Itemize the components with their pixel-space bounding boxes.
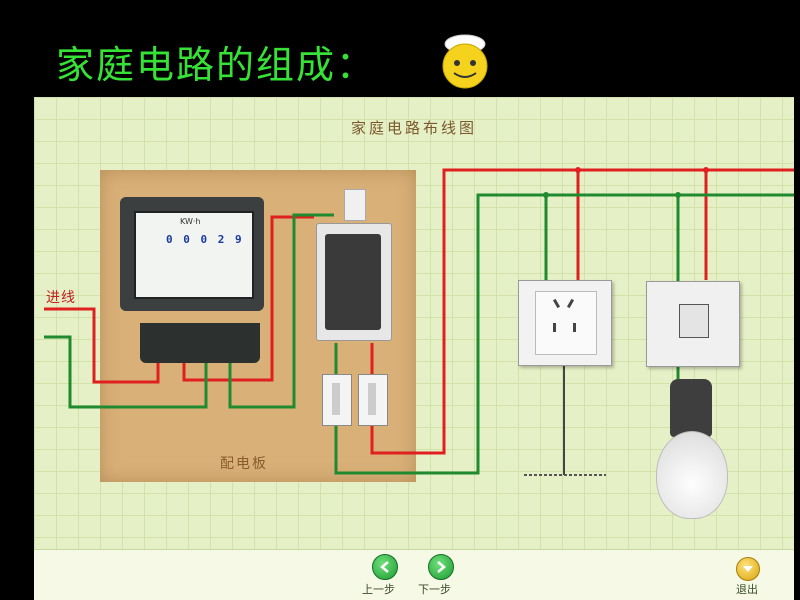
prev-step-label[interactable]: 上一步 bbox=[362, 583, 395, 596]
exit-label[interactable]: 退出 bbox=[736, 583, 758, 596]
wiring-diagram-panel: 家庭电路布线图 配电板 进线 KW·h 0 0 0 2 9 bbox=[34, 97, 794, 600]
next-step-label[interactable]: 下一步 bbox=[418, 583, 451, 596]
smiley-chef-icon bbox=[442, 34, 488, 89]
live-wire bbox=[370, 168, 794, 455]
neutral-wire bbox=[334, 193, 794, 475]
junction-dot bbox=[675, 192, 681, 198]
light-switch bbox=[646, 281, 740, 367]
switch-rocker bbox=[679, 304, 709, 338]
arrow-down-icon bbox=[743, 566, 753, 572]
wall-socket bbox=[518, 280, 612, 366]
junction-dot bbox=[575, 167, 581, 173]
diagram-title: 家庭电路布线图 bbox=[350, 119, 477, 137]
next-step-button[interactable] bbox=[428, 554, 454, 580]
meter-unit: KW·h bbox=[180, 217, 201, 226]
fuse-right bbox=[358, 374, 388, 426]
meter-dial-window: KW·h 0 0 0 2 9 bbox=[134, 211, 254, 299]
distribution-board-label: 配电板 bbox=[220, 456, 268, 472]
meter-reading: 0 0 0 2 9 bbox=[166, 233, 244, 246]
electricity-meter: KW·h 0 0 0 2 9 bbox=[120, 197, 264, 311]
exit-button[interactable] bbox=[736, 557, 760, 581]
wiring bbox=[44, 167, 794, 476]
breaker-handle bbox=[344, 189, 366, 221]
main-switch bbox=[316, 223, 392, 341]
prev-step-button[interactable] bbox=[372, 554, 398, 580]
junction-dot bbox=[703, 167, 709, 173]
neutral-wire bbox=[228, 213, 334, 409]
light-bulb bbox=[656, 431, 728, 519]
slide-title: 家庭电路的组成： bbox=[56, 43, 377, 87]
lamp-holder bbox=[670, 379, 712, 437]
arrow-left-icon bbox=[380, 561, 389, 573]
live-wire bbox=[182, 215, 314, 382]
live-wire bbox=[44, 307, 160, 384]
incoming-line-label: 进线 bbox=[46, 290, 76, 306]
meter-terminal-box bbox=[140, 323, 260, 363]
arrow-right-icon bbox=[437, 561, 446, 573]
junction-dot bbox=[543, 192, 549, 198]
neutral-wire bbox=[44, 335, 208, 409]
nav-bar: 上一步 下一步 退出 bbox=[34, 549, 794, 600]
fuse-left bbox=[322, 374, 352, 426]
